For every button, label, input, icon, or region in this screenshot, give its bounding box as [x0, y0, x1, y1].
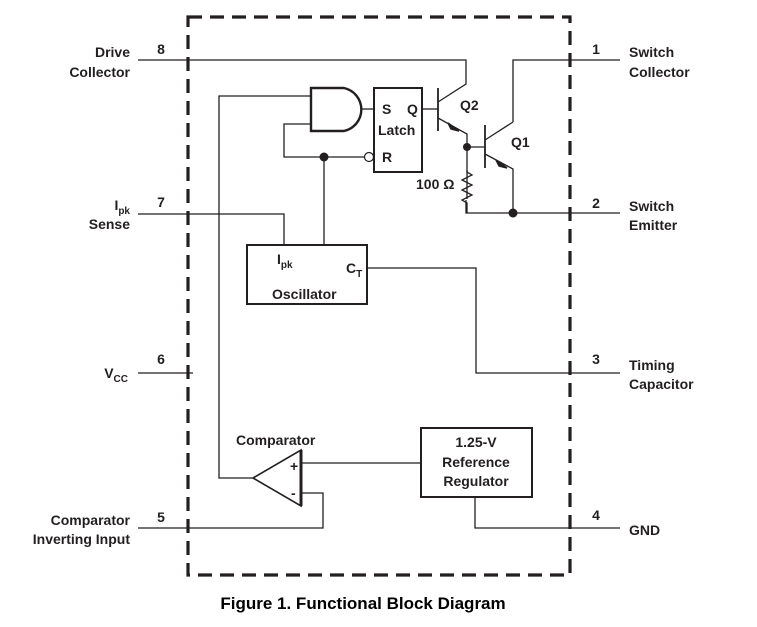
figure-caption: Figure 1. Functional Block Diagram	[220, 594, 505, 613]
pin-5-label-line2: Inverting Input	[33, 531, 131, 547]
wire-pin5-comparator-inverting	[138, 492, 324, 529]
pin-3-number: 3	[592, 351, 600, 367]
pin-7-label-line2: Sense	[89, 216, 130, 232]
pin-1-number: 1	[592, 41, 600, 57]
wire-pin1-switch-collector	[512, 59, 620, 122]
pin-2-number: 2	[592, 195, 600, 211]
pin-8-label-line2: Collector	[69, 64, 130, 80]
reference-line2: Reference	[442, 454, 510, 470]
pin-8-label-line1: Drive	[95, 44, 130, 60]
wire-comparator-to-and	[218, 95, 311, 479]
comparator-title: Comparator	[236, 432, 316, 448]
oscillator-ct-label: CT	[346, 260, 362, 280]
pin-2-label-line1: Switch	[629, 198, 674, 214]
and-gate	[309, 86, 363, 133]
pin-3-label-line2: Capacitor	[629, 376, 694, 392]
pin-2-label-line2: Emitter	[629, 217, 678, 233]
pin-1-label-line2: Collector	[629, 64, 690, 80]
reference-line3: Regulator	[443, 473, 509, 489]
pin-1-label-line1: Switch	[629, 44, 674, 60]
q2-label: Q2	[460, 97, 479, 113]
comparator-minus: -	[291, 485, 296, 501]
latch-s-label: S	[382, 101, 391, 117]
wire-pin7-ipk-sense	[138, 213, 285, 244]
wire-pin3-timing-capacitor	[367, 267, 620, 374]
pin-7-label-line1: Ipk	[114, 197, 130, 217]
resistor-100-ohm	[460, 170, 474, 213]
reset-inversion-bubble	[363, 151, 375, 163]
pin-3-label-line1: Timing	[629, 357, 675, 373]
pin-8-number: 8	[157, 41, 165, 57]
switch-emitter-junction	[508, 208, 518, 218]
q2-emitter-arrow	[447, 122, 460, 132]
q1-emitter	[484, 153, 514, 172]
q1-collector	[484, 121, 514, 141]
q1-label: Q1	[511, 134, 530, 150]
oscillator-ipk-label: Ipk	[277, 251, 293, 271]
wire-pin8-drive-collector	[138, 59, 467, 78]
q1-emitter-arrow	[495, 159, 508, 169]
latch-r-label: R	[382, 149, 392, 165]
pin-4-label: GND	[629, 522, 660, 538]
pin-5-number: 5	[157, 509, 165, 525]
package-boundary	[186, 15, 572, 577]
wire-pin2-switch-emitter	[465, 200, 620, 214]
reference-line1: 1.25-V	[455, 434, 497, 450]
latch-block	[373, 87, 423, 173]
latch-title: Latch	[378, 122, 415, 138]
pin-6-number: 6	[157, 351, 165, 367]
comparator-plus: +	[290, 458, 298, 474]
oscillator-title: Oscillator	[272, 286, 337, 302]
pin-6-label: VCC	[104, 365, 128, 385]
pin-4-number: 4	[592, 507, 600, 523]
latch-q-label: Q	[407, 101, 418, 117]
reference-regulator-block	[420, 427, 533, 498]
wire-pin4-gnd	[474, 497, 620, 529]
q2-collector	[437, 78, 467, 103]
pin-7-number: 7	[157, 194, 165, 210]
resistor-label: 100 Ω	[416, 176, 454, 192]
oscillator-block	[246, 244, 368, 305]
pin-5-label-line1: Comparator	[51, 512, 131, 528]
junction-dot	[319, 152, 329, 162]
